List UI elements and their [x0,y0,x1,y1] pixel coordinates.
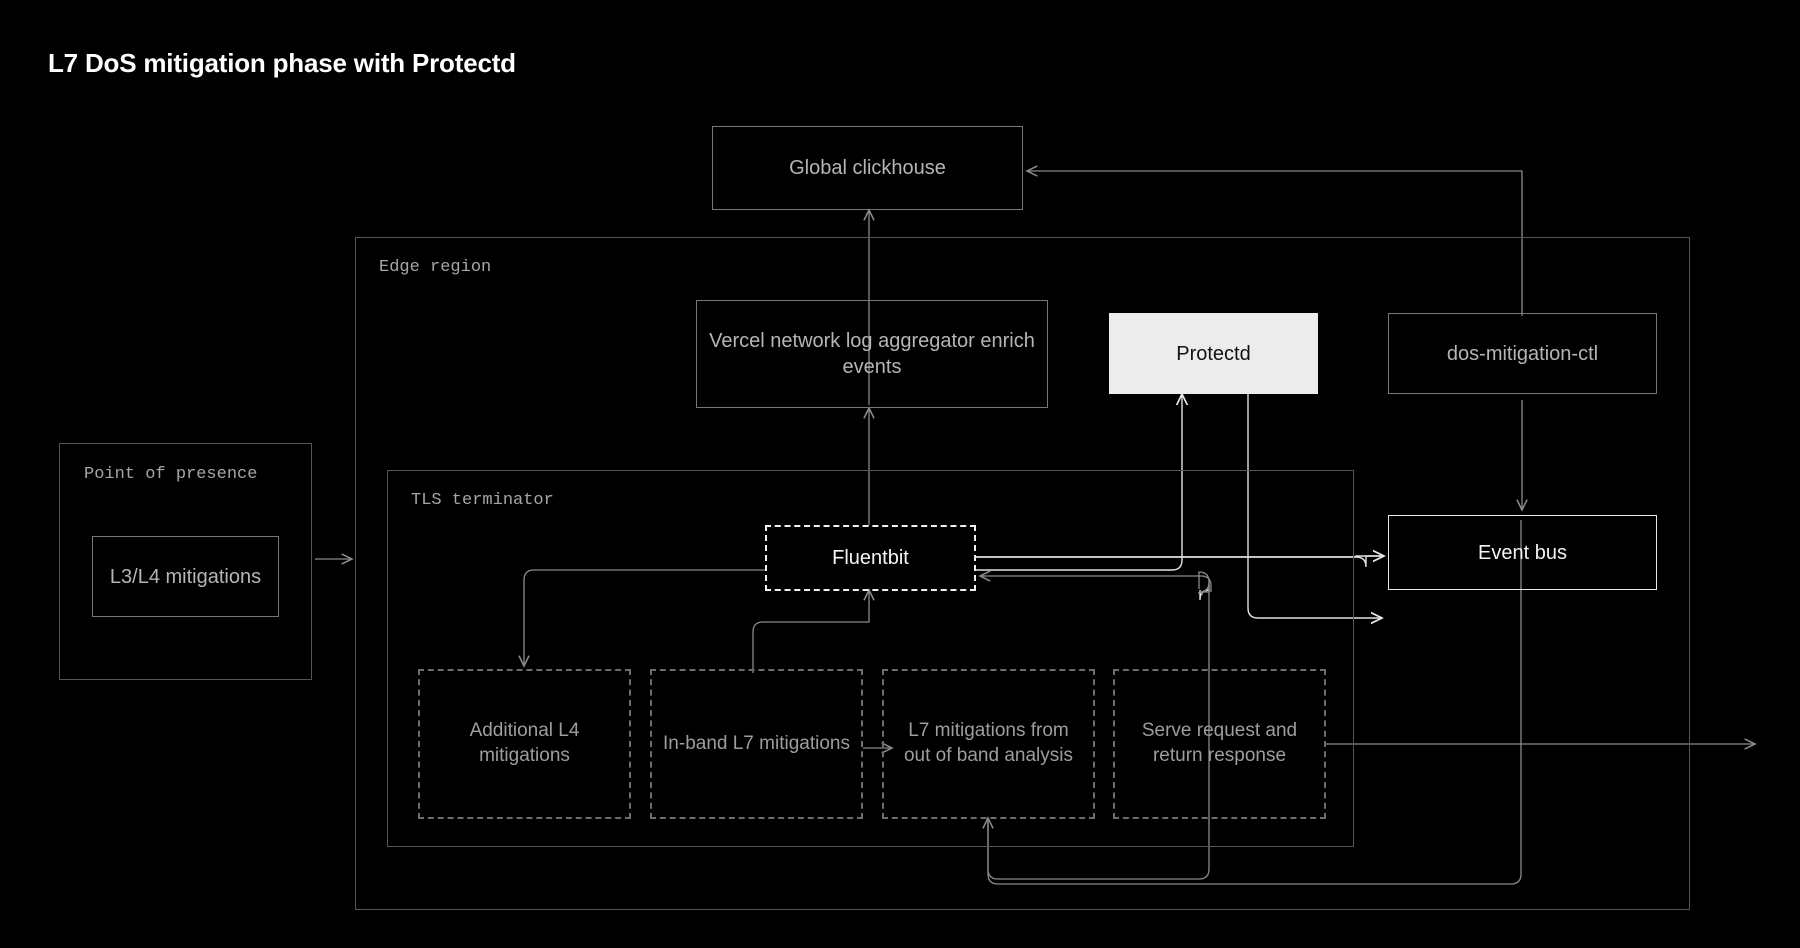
node-l3l4-mitigations-label: L3/L4 mitigations [109,565,262,588]
group-tls-terminator [387,470,1354,847]
group-point-of-presence-label: Point of presence [84,465,258,484]
group-point-of-presence [59,443,312,680]
node-global-clickhouse[interactable]: Global clickhouse [712,126,1023,210]
node-additional-l4-label: Additional L4 mitigations [469,720,580,766]
page-title: L7 DoS mitigation phase with Protectd [48,48,516,78]
edge-feedback-to-fluentbit [980,576,1212,592]
edge-protectd-to-eventbus [1247,394,1382,618]
edge-fluentbit-to-additional-l4 [524,569,766,666]
node-additional-l4[interactable]: Additional L4 mitigations [418,669,631,819]
group-tls-terminator-label: TLS terminator [411,491,554,510]
node-in-band-l7[interactable]: In-band L7 mitigations [650,669,863,819]
edge-inband-to-fluentbit [752,590,869,673]
node-l3l4-mitigations[interactable]: L3/L4 mitigations [92,536,279,617]
node-serve-request[interactable]: Serve request and return response [1113,669,1326,819]
edge-eventbus-loop [987,592,1210,880]
group-edge-region [355,237,1690,910]
edge-spacer-7 [1198,571,1210,592]
group-edge-region-label: Edge region [379,258,492,277]
node-fluentbit-label: Fluentbit [832,547,909,569]
edge-fluentbit-to-protectd [975,394,1182,571]
node-protectd-label: Protectd [1176,342,1251,365]
node-event-bus[interactable]: Event bus [1388,515,1657,590]
edge-dosctl-to-clickhouse [1027,171,1523,316]
node-in-band-l7-label: In-band L7 mitigations [663,732,850,754]
node-serve-request-label: Serve request and return response [1141,720,1298,766]
node-dos-mitigation-ctl[interactable]: dos-mitigation-ctl [1388,313,1657,394]
node-dos-mitigation-ctl-label: dos-mitigation-ctl [1446,342,1599,365]
node-l7-out-of-band-label: L7 mitigations from out of band analysis [903,720,1073,766]
node-global-clickhouse-label: Global clickhouse [789,157,946,179]
node-vercel-aggregator[interactable]: Vercel network log aggregator enrich eve… [696,300,1048,408]
node-vercel-aggregator-label: Vercel network log aggregator enrich eve… [709,330,1035,378]
edge-serve-return-path [987,520,1522,885]
edge-fluentbit-to-eventbus [975,556,1384,557]
node-fluentbit[interactable]: Fluentbit [765,525,976,591]
node-l7-out-of-band[interactable]: L7 mitigations from out of band analysis [882,669,1095,819]
node-event-bus-label: Event bus [1478,541,1567,564]
node-protectd[interactable]: Protectd [1109,313,1318,394]
